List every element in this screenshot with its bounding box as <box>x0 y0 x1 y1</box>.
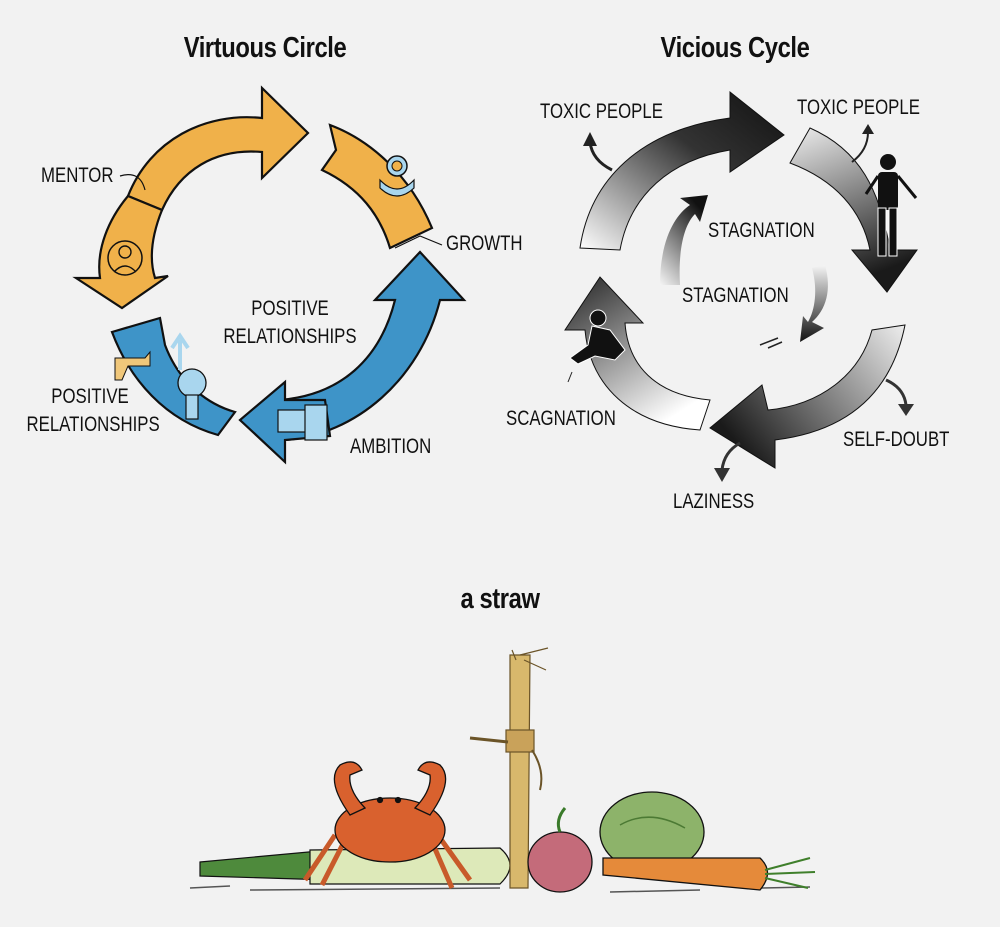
mentor-person-icon <box>107 240 143 276</box>
ground-lines <box>189 885 811 893</box>
straw-bundle <box>469 647 549 889</box>
cabbage <box>599 791 705 873</box>
virtuous-arrow-right-top <box>320 123 434 250</box>
sitting-person-icon <box>569 309 626 365</box>
vicious-arrow-top <box>579 90 785 251</box>
label-left-relationships-1: POSITIVE <box>51 385 129 408</box>
label-stagnation-left: SCAGNATION <box>506 407 616 430</box>
virtuous-circle-title: Virtuous Circle <box>183 32 347 64</box>
label-laziness: LAZINESS <box>673 490 755 513</box>
toxic-right-arrow <box>851 131 869 163</box>
vicious-inner-arrow-up <box>660 195 708 285</box>
virtuous-arrow-left-bottom <box>110 316 237 437</box>
crab <box>302 761 473 889</box>
virtuous-circle-diagram <box>72 85 467 465</box>
self-doubt-arrow <box>885 378 908 406</box>
vicious-arrow-bottom <box>709 324 906 469</box>
label-self-doubt: SELF-DOUBT <box>843 428 950 451</box>
onion <box>527 807 593 893</box>
label-inner-stagnation-bottom: STAGNATION <box>682 284 789 307</box>
straw-title: a straw <box>460 583 540 615</box>
label-toxic-people-right: TOXIC PEOPLE <box>797 96 920 119</box>
vicious-cycle-title: Vicious Cycle <box>660 32 810 64</box>
relationships-icon <box>114 332 207 420</box>
growth-connector <box>394 235 443 249</box>
label-center-relationships-2: RELATIONSHIPS <box>223 325 357 348</box>
label-inner-stagnation-top: STAGNATION <box>708 219 815 242</box>
label-ambition: AMBITION <box>350 435 432 458</box>
label-left-relationships-2: RELATIONSHIPS <box>26 413 160 436</box>
vicious-inner-arrow-down <box>800 265 828 342</box>
vicious-cycle-diagram <box>564 90 918 482</box>
virtuous-arrow-right <box>278 250 467 442</box>
label-toxic-people-left: TOXIC PEOPLE <box>540 100 663 123</box>
label-center-relationships-1: POSITIVE <box>251 297 329 320</box>
growth-person-icon <box>379 155 415 197</box>
label-mentor: MENTOR <box>41 164 114 187</box>
carrot <box>602 857 816 891</box>
ambition-icon <box>277 404 328 441</box>
virtuous-arrow-left <box>72 194 169 310</box>
laziness-arrow <box>720 441 741 471</box>
standing-person-icon <box>864 154 918 257</box>
mentor-connector <box>119 174 146 191</box>
virtuous-arrow-top <box>126 85 310 212</box>
label-growth: GROWTH <box>446 232 523 255</box>
